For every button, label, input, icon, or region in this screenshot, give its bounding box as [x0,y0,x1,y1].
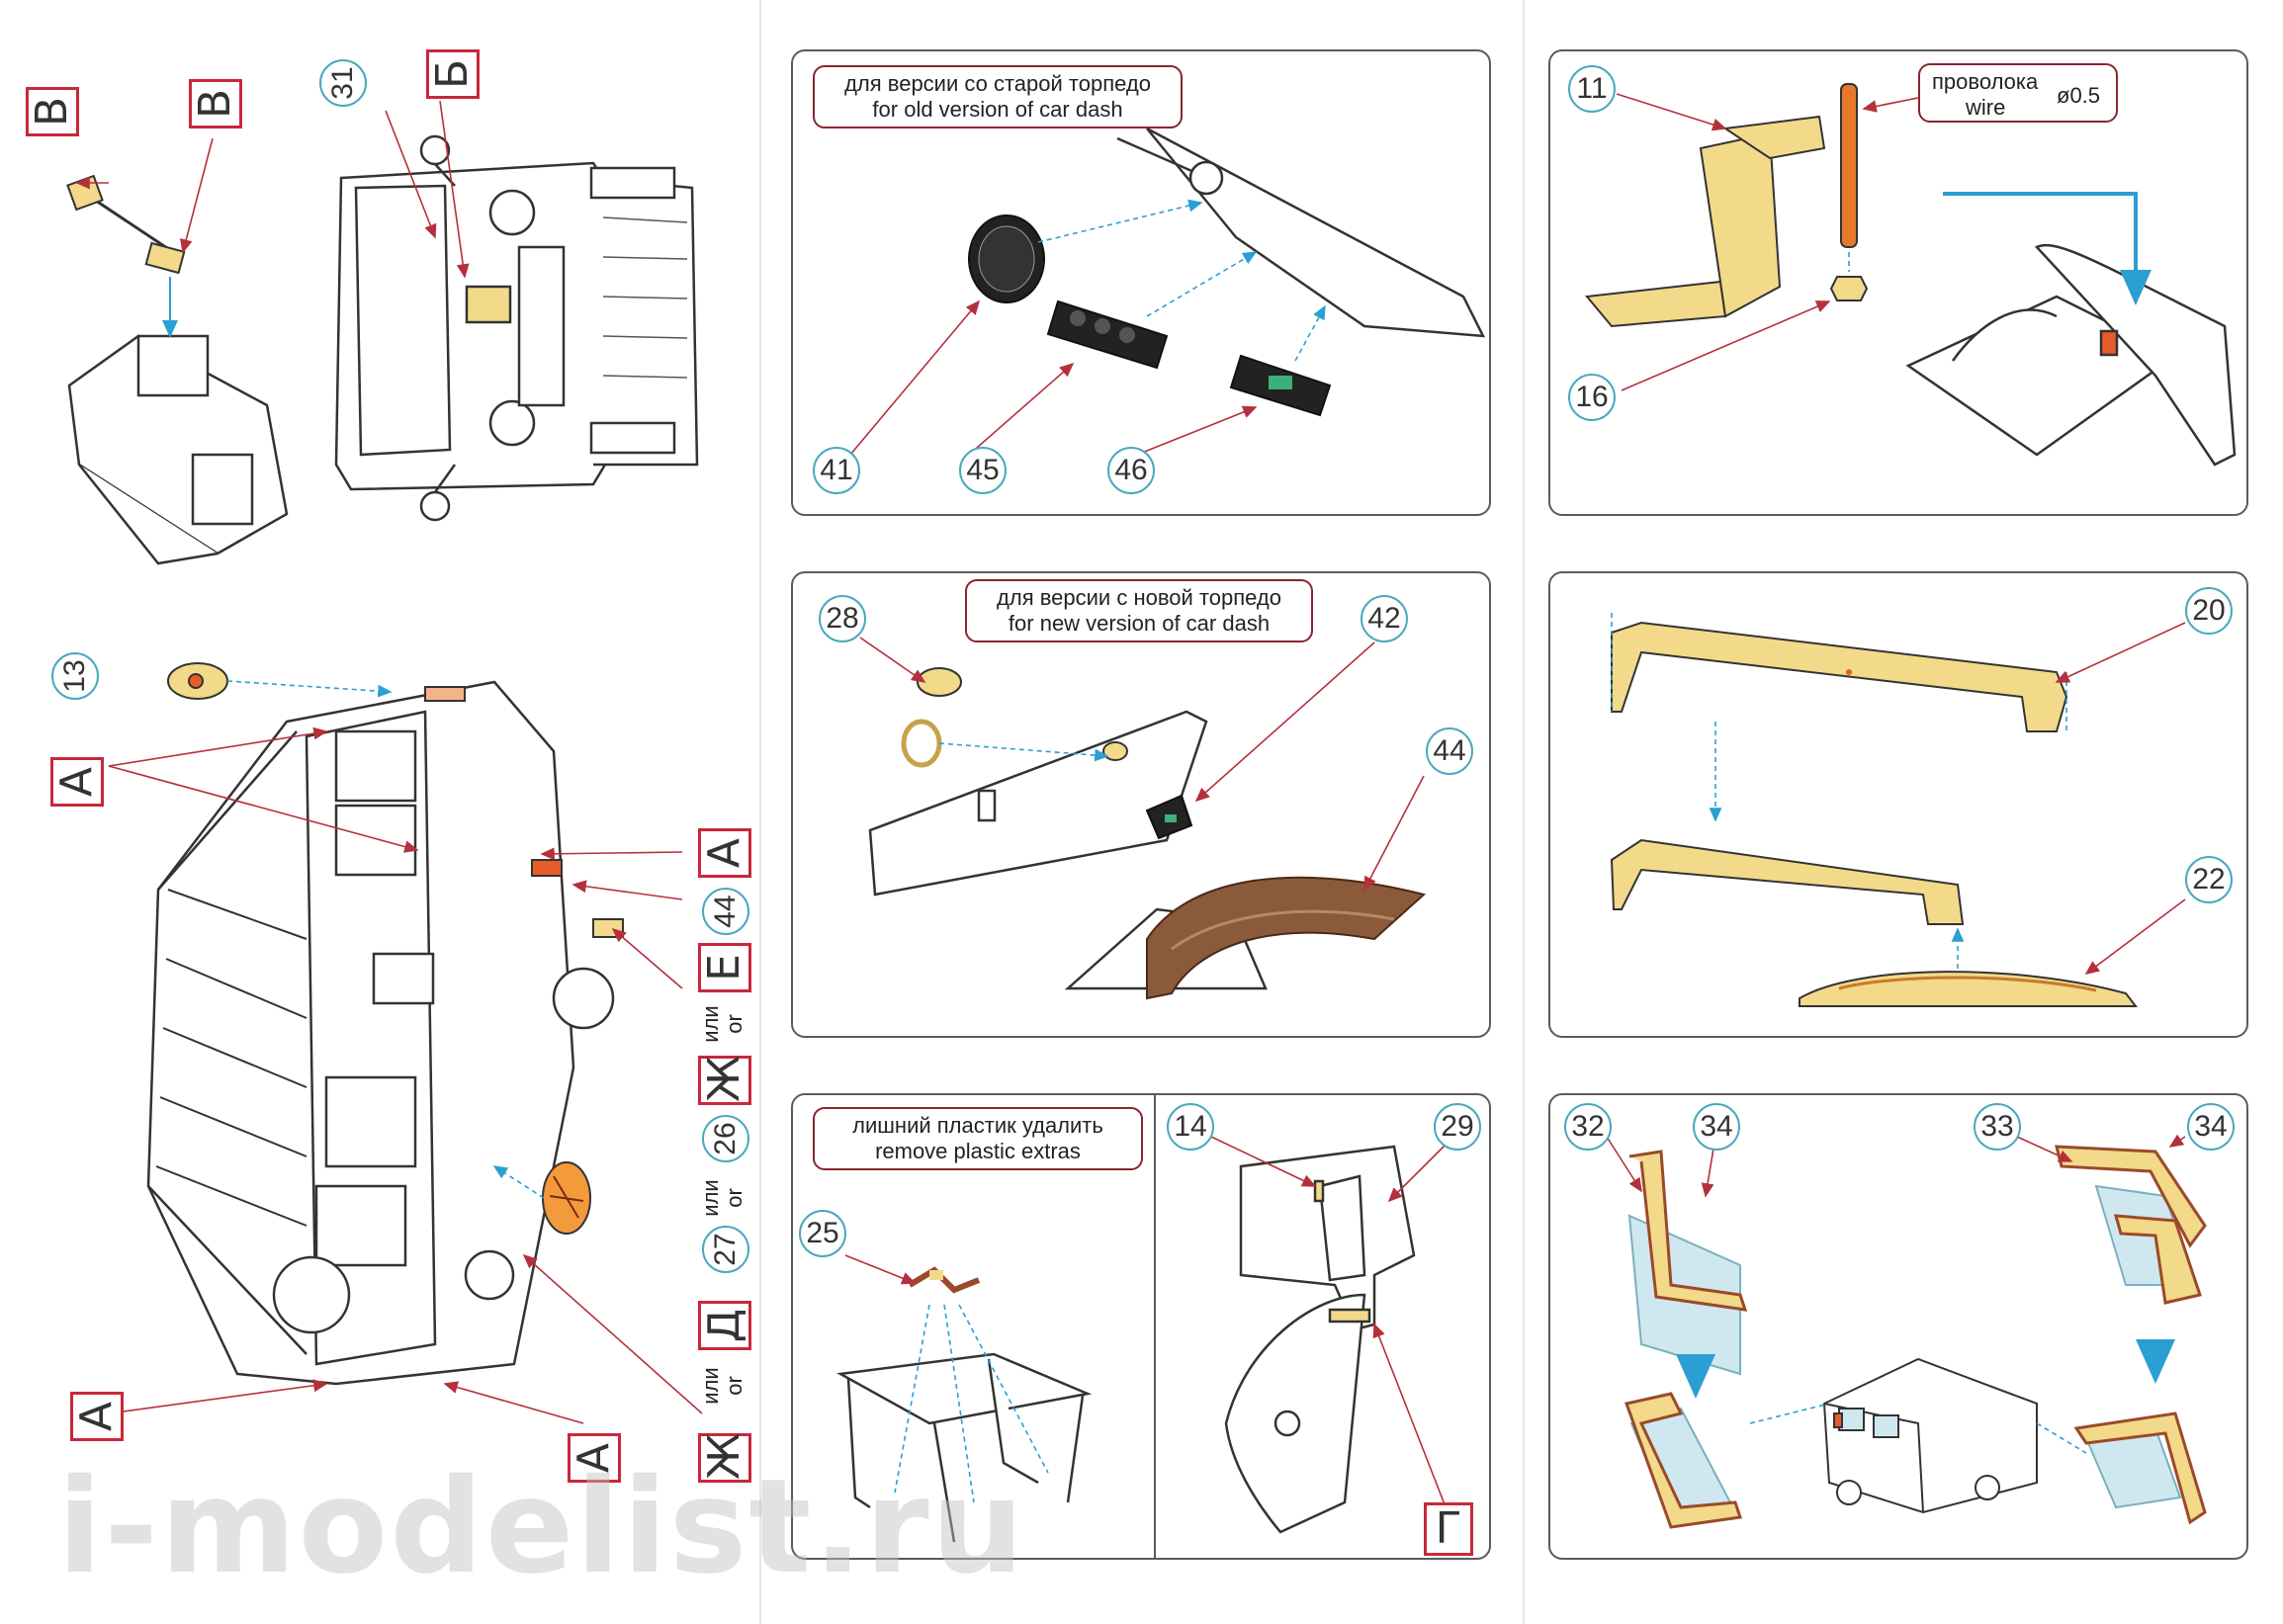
callout-11: 11 [1568,65,1616,113]
letter-v-1: В [26,87,79,136]
old-dash-guides [1037,199,1326,362]
visor-lower [1610,838,1965,925]
part-25 [908,1266,981,1294]
new-dash-cover-44 [1146,876,1427,1000]
callout-16: 16 [1568,374,1616,421]
callout-32: 32 [1564,1103,1612,1151]
callout-46: 46 [1107,447,1155,494]
callout-41: 41 [813,447,860,494]
frame-illustration [836,1352,1093,1543]
note-wire: проволока wire ø0.5 [1918,63,2118,123]
callout-26: 26 [702,1115,749,1162]
seat-box-part [67,334,289,565]
watermark: i-modelist.ru [57,1451,1026,1603]
callout-34-left: 34 [1693,1103,1740,1151]
left-guide-arrows [226,680,545,1199]
letter-a-bottom-left: А [70,1392,124,1441]
part-11 [1585,115,1826,328]
letter-v-2: В [189,79,242,128]
vehicle-front-view [334,134,699,522]
letter-d: Д [698,1301,751,1350]
visor-pointers [2055,622,2186,975]
old-dash-pointers [849,299,1258,456]
visor-22 [1799,971,2139,1007]
old-dash-gauge-41 [968,214,1045,303]
letter-b: Б [426,49,480,99]
callout-14: 14 [1167,1103,1214,1151]
bus-small-illustration [1822,1357,2038,1514]
fold-line-right [1523,0,1525,1624]
callout-42: 42 [1361,595,1408,642]
new-dash-pointers [859,637,1425,892]
old-dash-illustration [1116,127,1486,338]
letter-a-right: А [698,828,751,878]
left-pointer-lines [75,100,703,1424]
wire-part [1829,83,1869,301]
engine-detail [602,216,688,379]
window-pointers [1606,1134,2186,1198]
callout-27: 27 [702,1226,749,1273]
new-dash-mirror-28 [901,667,1128,768]
callout-25: 25 [799,1210,846,1257]
window-33 [2055,1145,2207,1305]
callout-13: 13 [51,652,99,700]
window-32-installed [1624,1392,1742,1529]
window-32 [1627,1150,1748,1376]
door-curved-illustration [1224,1293,1371,1534]
remove-plastic-pointers [844,1254,1049,1503]
callout-44-left: 44 [702,888,749,935]
callout-31: 31 [319,59,367,107]
new-dash-guides [938,742,1109,762]
visor-20 [1611,621,2068,732]
letter-ye: Е [698,943,751,992]
fold-line-left [759,0,761,1624]
vehicle-body-view [146,680,615,1386]
callout-29: 29 [1434,1103,1481,1151]
callout-45: 45 [959,447,1007,494]
mirror-part [66,174,186,338]
seat-frame-illustration [1905,243,2237,467]
callout-44: 44 [1426,727,1473,775]
callout-34-right: 34 [2187,1103,2235,1151]
old-dash-panel-45 [1046,299,1169,370]
callout-33: 33 [1974,1103,2021,1151]
letter-a-left: А [50,757,104,807]
letter-zh-mid: Ж [698,1056,751,1105]
old-dash-panel-46 [1229,354,1332,417]
door-pointers [1210,1136,1454,1528]
new-dash-part-42 [1145,794,1193,840]
callout-22: 22 [2185,856,2233,903]
callout-28: 28 [819,595,866,642]
body-ribs [155,889,307,1227]
window-33-installed [2073,1411,2207,1525]
window-guides [1676,1339,2175,1454]
wire-guides [1848,192,2151,305]
letter-g: Г [1424,1502,1473,1556]
callout-20: 20 [2185,587,2233,635]
